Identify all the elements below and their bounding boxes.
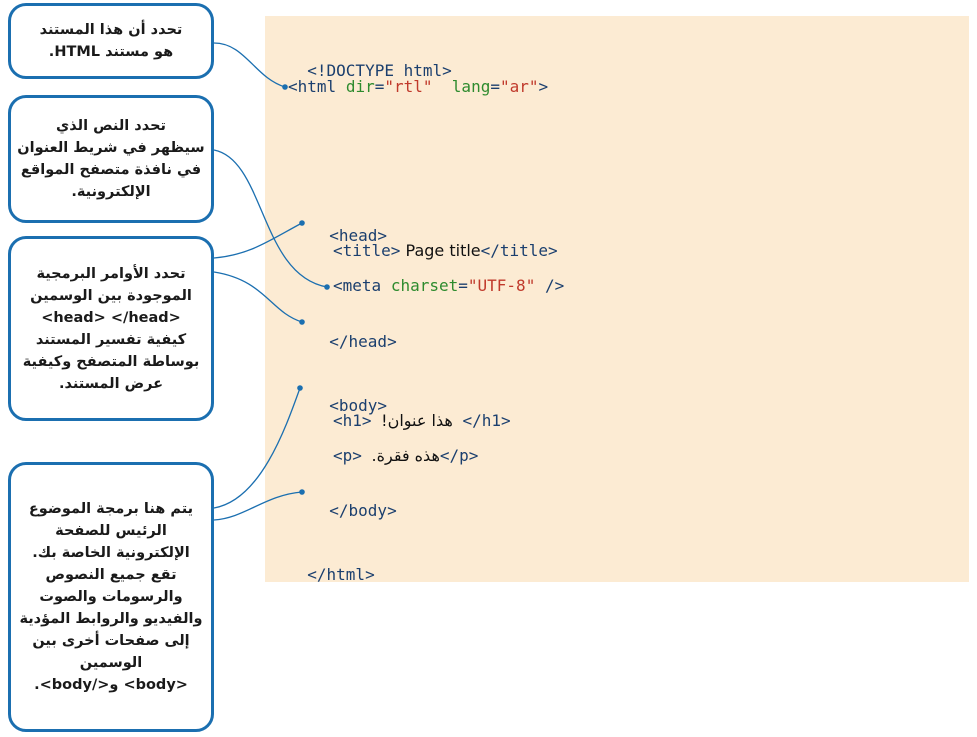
code-line-body-open: <body> — [310, 376, 387, 416]
lang-attr: lang — [451, 77, 491, 96]
body-open-tag: <body> — [329, 396, 388, 415]
callout-line: عرض المستند. — [58, 375, 164, 392]
callout-line: الموجودة بين الوسمين — [30, 287, 192, 304]
callout-line: الوسمين — [79, 655, 143, 671]
code-line-p: <p> هذه فقرة.</p> — [333, 446, 478, 466]
p-text: هذه فقرة. — [371, 446, 440, 465]
callout-line: تحدد أن هذا المستند — [39, 22, 183, 38]
code-line-h1: <h1> هذا عنوان! </h1> — [333, 411, 511, 431]
charset-attr: charset — [390, 276, 459, 295]
callout-line: <body> و</body>. — [34, 677, 188, 693]
callout-line: تحدد النص الذي — [56, 118, 167, 134]
callout-doctype: تحدد أن هذا المستند هو مستند HTML. — [8, 3, 214, 79]
code-line-title: <title> Page title</title> — [333, 241, 558, 261]
callout-line: كيفية تفسير المستند — [35, 331, 187, 348]
callout-head: تحدد الأوامر البرمجية الموجودة بين الوسم… — [8, 236, 214, 421]
callout-line: والرسومات والصوت — [39, 589, 183, 605]
code-line-doctype: <!DOCTYPE html> — [288, 41, 452, 81]
code-panel — [265, 16, 969, 582]
head-close-tag: </head> — [329, 332, 397, 351]
code-line-html-open: <html dir="rtl" lang="ar"> — [288, 77, 549, 96]
h1-open-tag-right: </h1> — [462, 411, 511, 430]
callout-line: في نافذة متصفح المواقع — [20, 162, 202, 178]
p-open-tag-right: </p> — [439, 446, 479, 465]
dir-value: "rtl" — [384, 77, 433, 96]
code-line-head-close: </head> — [310, 312, 397, 352]
h1-text: هذا عنوان! — [381, 411, 453, 430]
callout-line: يتم هنا برمجة الموضوع — [28, 501, 194, 517]
title-text: Page title — [400, 241, 481, 260]
callout-line: تحدد الأوامر البرمجية — [36, 265, 186, 282]
p-close-tag-left: <p> — [333, 446, 362, 465]
title-close-tag: </title> — [480, 241, 558, 260]
html-open-tag: <html — [288, 77, 337, 96]
meta-close: /> — [535, 276, 565, 295]
code-line-html-close: </html> — [288, 545, 375, 585]
html-open-bracket: > — [538, 77, 549, 96]
callout-line: <head> </head> — [41, 309, 181, 326]
head-open-tag: <head> — [329, 226, 388, 245]
code-line-head-open: <head> — [310, 206, 387, 246]
callout-line: الإلكترونية الخاصة بك. — [32, 545, 190, 561]
callout-body: يتم هنا برمجة الموضوع الرئيس للصفحة الإل… — [8, 462, 214, 732]
html-close-tag: </html> — [307, 565, 375, 584]
callout-line: الإلكترونية. — [71, 184, 151, 200]
title-open-tag: <title> — [333, 241, 401, 260]
callout-line: بوساطة المتصفح وكيفية — [22, 353, 200, 370]
code-line-body-close: </body> — [310, 481, 397, 521]
callout-line: سيظهر في شريط العنوان — [17, 140, 205, 156]
callout-line: إلى صفحات أخرى بين — [32, 633, 190, 649]
callout-line: تقع جميع النصوص — [45, 567, 177, 583]
callout-line: الرئيس للصفحة — [55, 523, 167, 539]
charset-value: "UTF-8" — [467, 276, 536, 295]
lang-value: "ar" — [499, 77, 539, 96]
h1-close-tag-left: <h1> — [333, 411, 372, 430]
callout-line: والفيديو والروابط المؤدية — [19, 611, 203, 627]
dir-attr: dir — [345, 77, 375, 96]
code-line-meta: <meta charset="UTF-8" /> — [333, 276, 565, 295]
body-close-tag: </body> — [329, 501, 397, 520]
callout-line: هو مستند HTML. — [48, 44, 174, 60]
meta-open-tag: <meta — [333, 276, 382, 295]
doctype-text: <!DOCTYPE html> — [307, 61, 452, 80]
callout-title: تحدد النص الذي سيظهر في شريط العنوان في … — [8, 95, 214, 223]
